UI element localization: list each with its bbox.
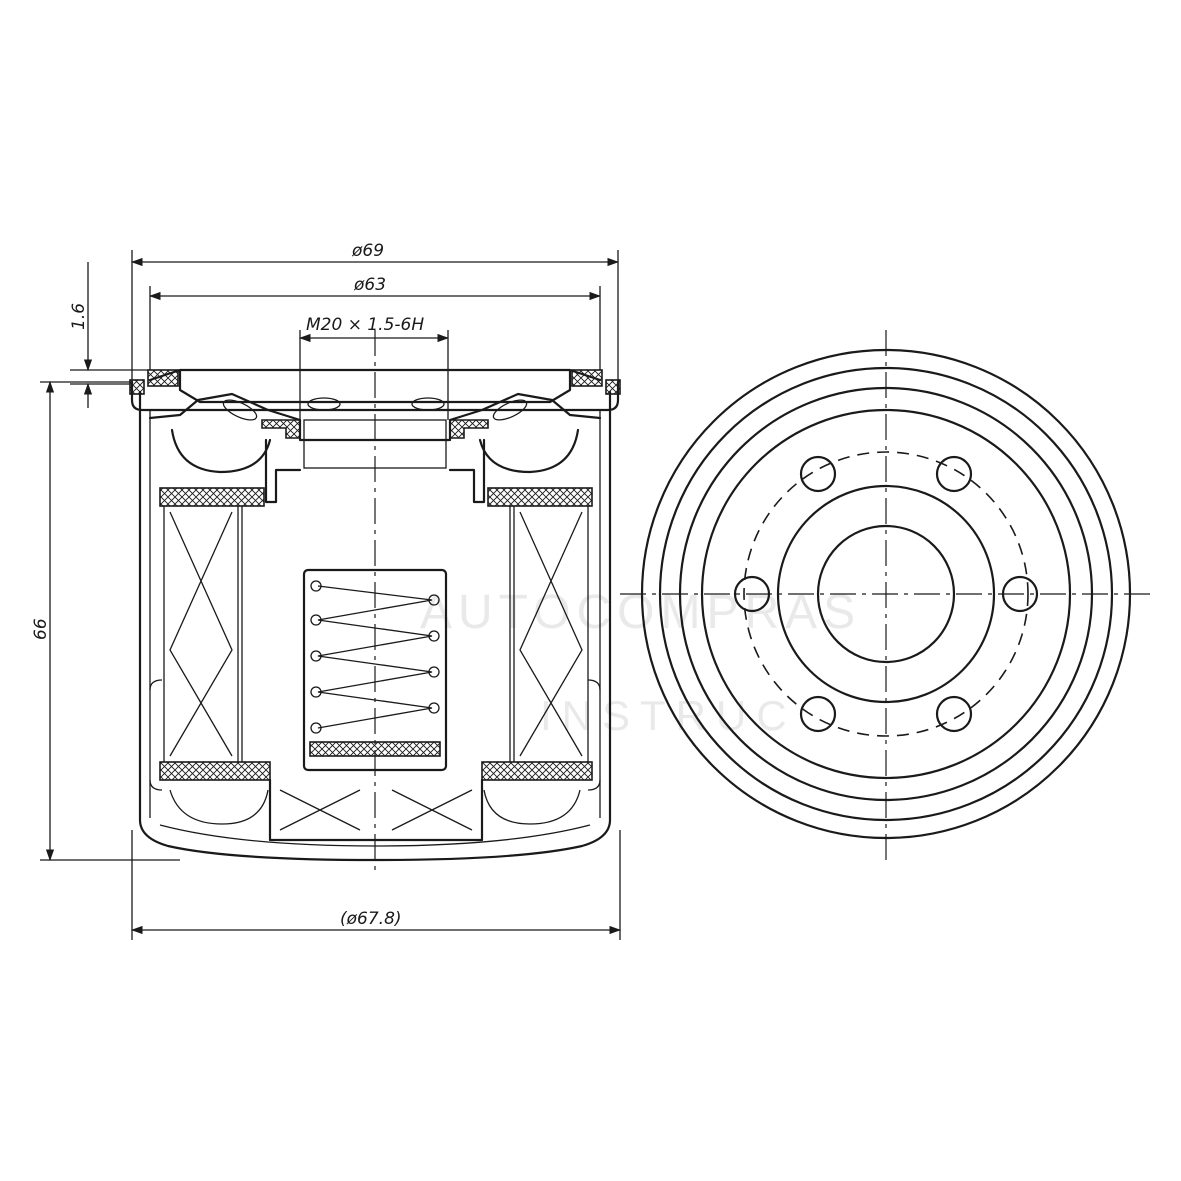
- inlet-hole-2: [307, 397, 341, 411]
- watermark-text-2: INSTRUC: [540, 692, 797, 739]
- housing-inner-wall: [149, 410, 601, 818]
- housing-lower-bulge-right: [587, 679, 601, 791]
- element-bottom-cap-right: [481, 761, 593, 781]
- spring-coils-right: [428, 594, 440, 714]
- dim-outer-diameter-label: ø69: [351, 241, 384, 261]
- bottom-chamber-cross: [279, 789, 473, 831]
- bypass-spring: [317, 585, 433, 729]
- element-inner-wall: [241, 506, 511, 762]
- watermark-text-1: AUTOCOMPRAS: [420, 586, 861, 639]
- dimensions: ø69 ø63 M20 × 1.5-6H 1.6 66 (ø67.8): [31, 241, 622, 940]
- inlet-hole: [799, 695, 837, 733]
- anti-drain-valve-left: [170, 428, 272, 474]
- center-tube-top-right: [448, 438, 486, 504]
- bottom-chamber: [268, 778, 484, 842]
- inlet-hole-1: [222, 399, 258, 421]
- top-view-thread-boss: [816, 524, 956, 664]
- housing-lip-right: [605, 379, 621, 395]
- filter-media-left: [163, 506, 239, 762]
- housing-lower-bulge-left: [149, 679, 163, 791]
- section-view: [129, 330, 621, 870]
- gasket-left: [147, 369, 179, 387]
- element-top-cap-left: [159, 487, 265, 507]
- housing-lip-left: [129, 379, 145, 395]
- center-tube-top-left: [264, 438, 302, 504]
- inlet-hole-4: [492, 399, 528, 421]
- dim-thread-label: M20 × 1.5-6H: [306, 315, 424, 335]
- spring-coils-left: [310, 580, 322, 734]
- threaded-boss-right: [449, 419, 489, 439]
- top-view: [620, 330, 1150, 860]
- dim-height-label: 66: [31, 618, 51, 640]
- gasket-right: [571, 369, 603, 387]
- element-top-cap-right: [487, 487, 593, 507]
- element-bottom-cap-left: [159, 761, 271, 781]
- inlet-hole-3: [411, 397, 445, 411]
- inlet-hole: [935, 455, 973, 493]
- top-view-inlet-holes: [733, 455, 1039, 733]
- top-seam-rim: [130, 380, 620, 412]
- dim-gasket-height-label: 1.6: [69, 303, 89, 330]
- top-view-hole-circle: [743, 451, 1029, 737]
- dim-gasket-diameter-label: ø63: [353, 275, 386, 295]
- filter-media-right: [513, 506, 589, 762]
- anti-drain-valve-right: [478, 428, 580, 474]
- watermark: AUTOCOMPRAS INSTRUC: [420, 586, 861, 739]
- top-view-ring-4: [700, 408, 1072, 780]
- bottom-lobes: [169, 789, 581, 825]
- threaded-boss-left: [261, 419, 301, 439]
- dim-body-diameter-label: (ø67.8): [340, 909, 402, 929]
- inlet-hole: [935, 695, 973, 733]
- top-view-ring-2: [658, 366, 1114, 822]
- inlet-hole: [799, 455, 837, 493]
